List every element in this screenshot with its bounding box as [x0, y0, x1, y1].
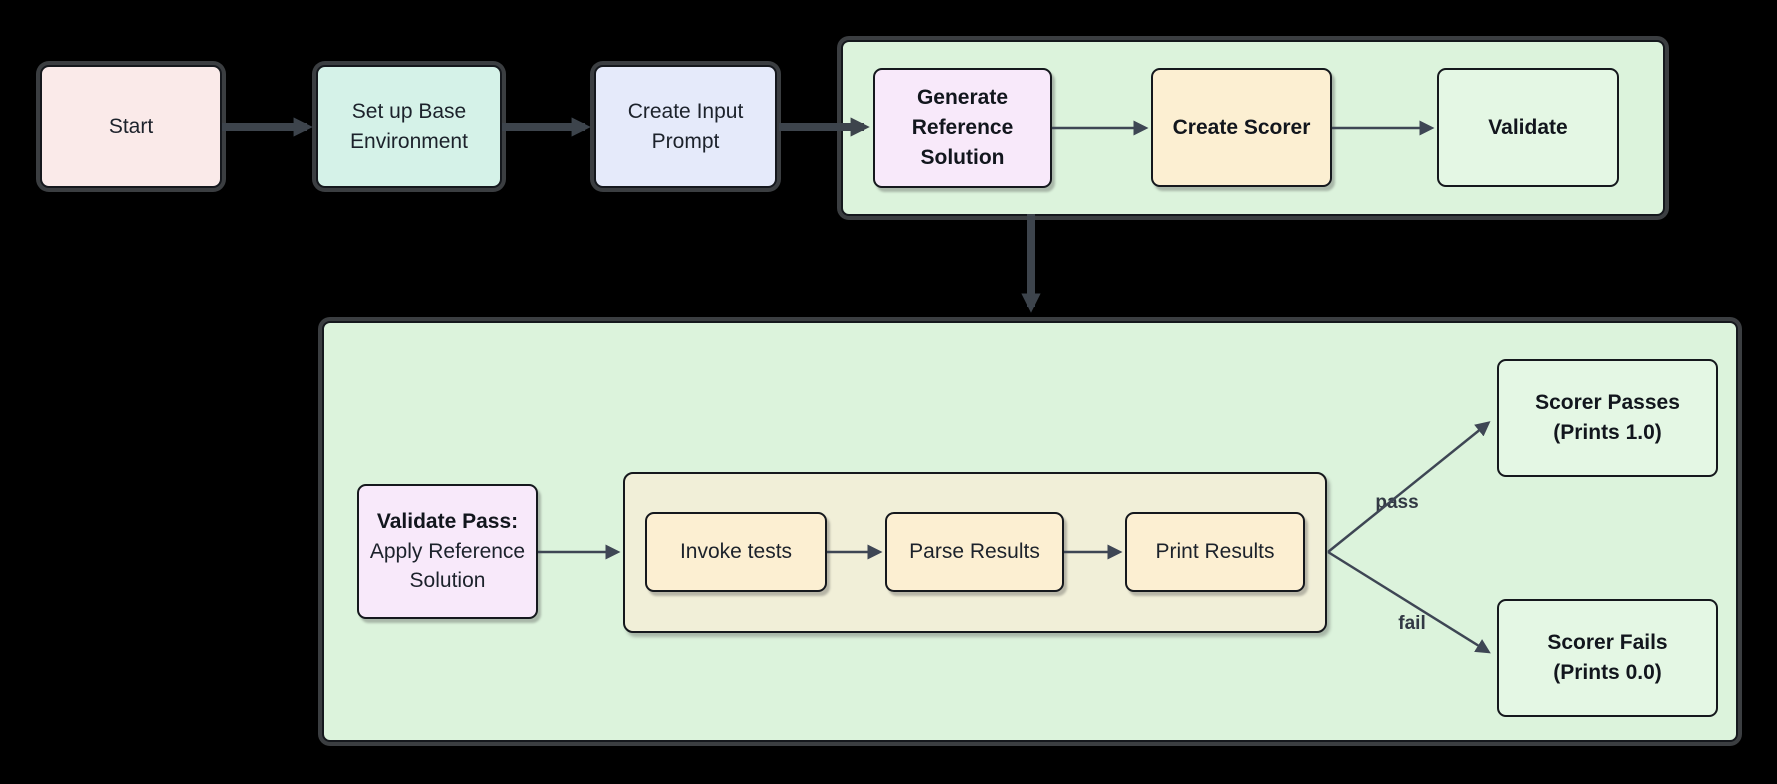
node-create-input-prompt: Create Input Prompt: [594, 65, 777, 188]
node-create-scorer: Create Scorer: [1151, 68, 1332, 187]
node-scorer-fails: Scorer Fails (Prints 0.0): [1497, 599, 1718, 717]
node-start-label: Start: [108, 114, 154, 138]
node-parse-results: Parse Results: [885, 512, 1064, 592]
node-start: Start: [40, 65, 222, 188]
node-validate-label: Validate: [1488, 115, 1568, 139]
node-create-input-prompt-label: Create Input Prompt: [627, 99, 744, 153]
node-validate-pass-detail: Apply Reference Solution: [369, 539, 526, 593]
node-setup-environment: Set up Base Environment: [316, 65, 502, 188]
node-validate: Validate: [1437, 68, 1619, 187]
node-scorer-fails-line2: (Prints 0.0): [1553, 661, 1662, 684]
node-parse-results-label: Parse Results: [909, 540, 1040, 564]
node-scorer-fails-line1: Scorer Fails: [1547, 631, 1668, 655]
node-setup-environment-label: Set up Base Environment: [350, 99, 468, 153]
node-scorer-passes-line1: Scorer Passes: [1535, 391, 1680, 415]
node-print-results-label: Print Results: [1155, 540, 1275, 564]
node-validate-pass: Validate Pass: Apply Reference Solution: [357, 484, 538, 619]
node-validate-pass-title: Validate Pass:: [376, 509, 519, 533]
node-scorer-passes-line2: (Prints 1.0): [1553, 421, 1662, 444]
node-create-scorer-label: Create Scorer: [1172, 115, 1311, 139]
node-generate-reference-solution-label: Generate Reference Solution: [911, 86, 1014, 169]
edge-label-pass: pass: [1375, 492, 1419, 513]
edge-label-fail: fail: [1398, 613, 1426, 634]
node-generate-reference-solution: Generate Reference Solution: [873, 68, 1052, 188]
node-invoke-tests: Invoke tests: [645, 512, 827, 592]
node-scorer-passes: Scorer Passes (Prints 1.0): [1497, 359, 1718, 477]
node-invoke-tests-label: Invoke tests: [679, 540, 793, 564]
node-print-results: Print Results: [1125, 512, 1305, 592]
